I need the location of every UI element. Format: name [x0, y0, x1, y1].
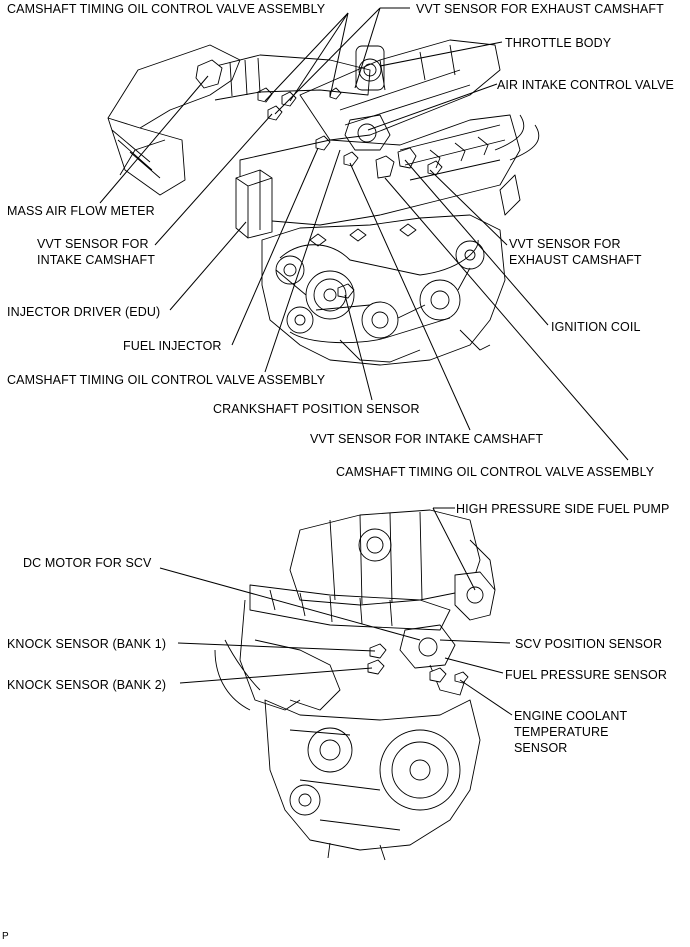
leader-ect: [459, 679, 513, 716]
leader-vvt-intake-bottom: [349, 162, 471, 431]
label-line: SENSOR: [514, 741, 568, 755]
leader-vvt-exhaust-right: [429, 169, 508, 246]
lower-engine-illustration: [214, 509, 496, 861]
label-vvt-sensor-intake-camshaft-bottom: VVT SENSOR FOR INTAKE CAMSHAFT: [310, 432, 544, 446]
leader-fuel-injector: [231, 147, 319, 346]
leader-injector-driver: [169, 221, 247, 311]
label-dc-motor-for-scv: DC MOTOR FOR SCV: [23, 556, 152, 570]
leader-knock-sensor-bank1: [177, 642, 376, 652]
label-line: VVT SENSOR FOR: [509, 237, 621, 251]
label-camshaft-timing-ocv-assembly-top: CAMSHAFT TIMING OIL CONTROL VALVE ASSEMB…: [7, 2, 326, 16]
label-fuel-pressure-sensor: FUEL PRESSURE SENSOR: [505, 668, 667, 682]
leader-camshaft-ocv-top-1: [264, 12, 349, 102]
label-line: TEMPERATURE: [514, 725, 609, 739]
leader-scv-position-sensor: [439, 639, 511, 644]
leader-high-pressure-fuel-pump-2: [432, 507, 476, 591]
label-throttle-body: THROTTLE BODY: [505, 36, 612, 50]
label-injector-driver-edu: INJECTOR DRIVER (EDU): [7, 305, 161, 319]
label-line: VVT SENSOR FOR: [37, 237, 149, 251]
label-crankshaft-position-sensor: CRANKSHAFT POSITION SENSOR: [213, 402, 420, 416]
leader-dc-motor-scv: [159, 567, 421, 641]
label-high-pressure-side-fuel-pump: HIGH PRESSURE SIDE FUEL PUMP: [456, 502, 670, 516]
leader-fuel-pressure-sensor: [444, 657, 504, 674]
leader-camshaft-ocv-mid: [264, 149, 341, 373]
leader-vvt-exhaust-top-3: [354, 7, 381, 89]
leader-crankshaft-position: [344, 294, 373, 401]
label-mass-air-flow-meter: MASS AIR FLOW METER: [7, 204, 155, 218]
figure-code: P: [2, 931, 9, 942]
leader-mass-air-flow-meter: [99, 75, 209, 204]
leader-vvt-intake-left: [154, 113, 273, 246]
label-vvt-sensor-exhaust-camshaft-top: VVT SENSOR FOR EXHAUST CAMSHAFT: [416, 2, 664, 16]
leader-camshaft-ocv-top-2: [289, 12, 349, 102]
label-line: EXHAUST CAMSHAFT: [509, 253, 642, 267]
leader-camshaft-ocv-top-3: [329, 12, 349, 98]
label-knock-sensor-bank1: KNOCK SENSOR (BANK 1): [7, 637, 167, 651]
upper-engine-illustration: [107, 39, 540, 366]
leader-vvt-exhaust-top-2: [274, 7, 381, 115]
label-air-intake-control-valve: AIR INTAKE CONTROL VALVE: [497, 78, 674, 92]
label-engine-coolant-temperature-sensor: ENGINE COOLANT TEMPERATURE SENSOR: [514, 708, 627, 756]
leader-knock-sensor-bank2: [179, 667, 373, 684]
label-line: ENGINE COOLANT: [514, 709, 628, 723]
leader-throttle-body: [379, 41, 503, 67]
label-fuel-injector: FUEL INJECTOR: [123, 339, 222, 353]
leader-ignition-coil: [404, 159, 549, 326]
leader-lines: [99, 7, 629, 716]
leader-air-intake-control-valve: [367, 83, 498, 131]
label-camshaft-timing-ocv-assembly-mid: CAMSHAFT TIMING OIL CONTROL VALVE ASSEMB…: [7, 373, 326, 387]
label-knock-sensor-bank2: KNOCK SENSOR (BANK 2): [7, 678, 167, 692]
leader-camshaft-ocv-bottom: [384, 177, 629, 461]
label-camshaft-timing-ocv-assembly-bottom: CAMSHAFT TIMING OIL CONTROL VALVE ASSEMB…: [336, 465, 655, 479]
label-vvt-sensor-intake-camshaft-left: VVT SENSOR FOR INTAKE CAMSHAFT: [37, 236, 155, 268]
label-scv-position-sensor: SCV POSITION SENSOR: [515, 637, 663, 651]
label-ignition-coil: IGNITION COIL: [551, 320, 641, 334]
label-vvt-sensor-exhaust-camshaft-right: VVT SENSOR FOR EXHAUST CAMSHAFT: [509, 236, 642, 268]
label-line: INTAKE CAMSHAFT: [37, 253, 155, 267]
